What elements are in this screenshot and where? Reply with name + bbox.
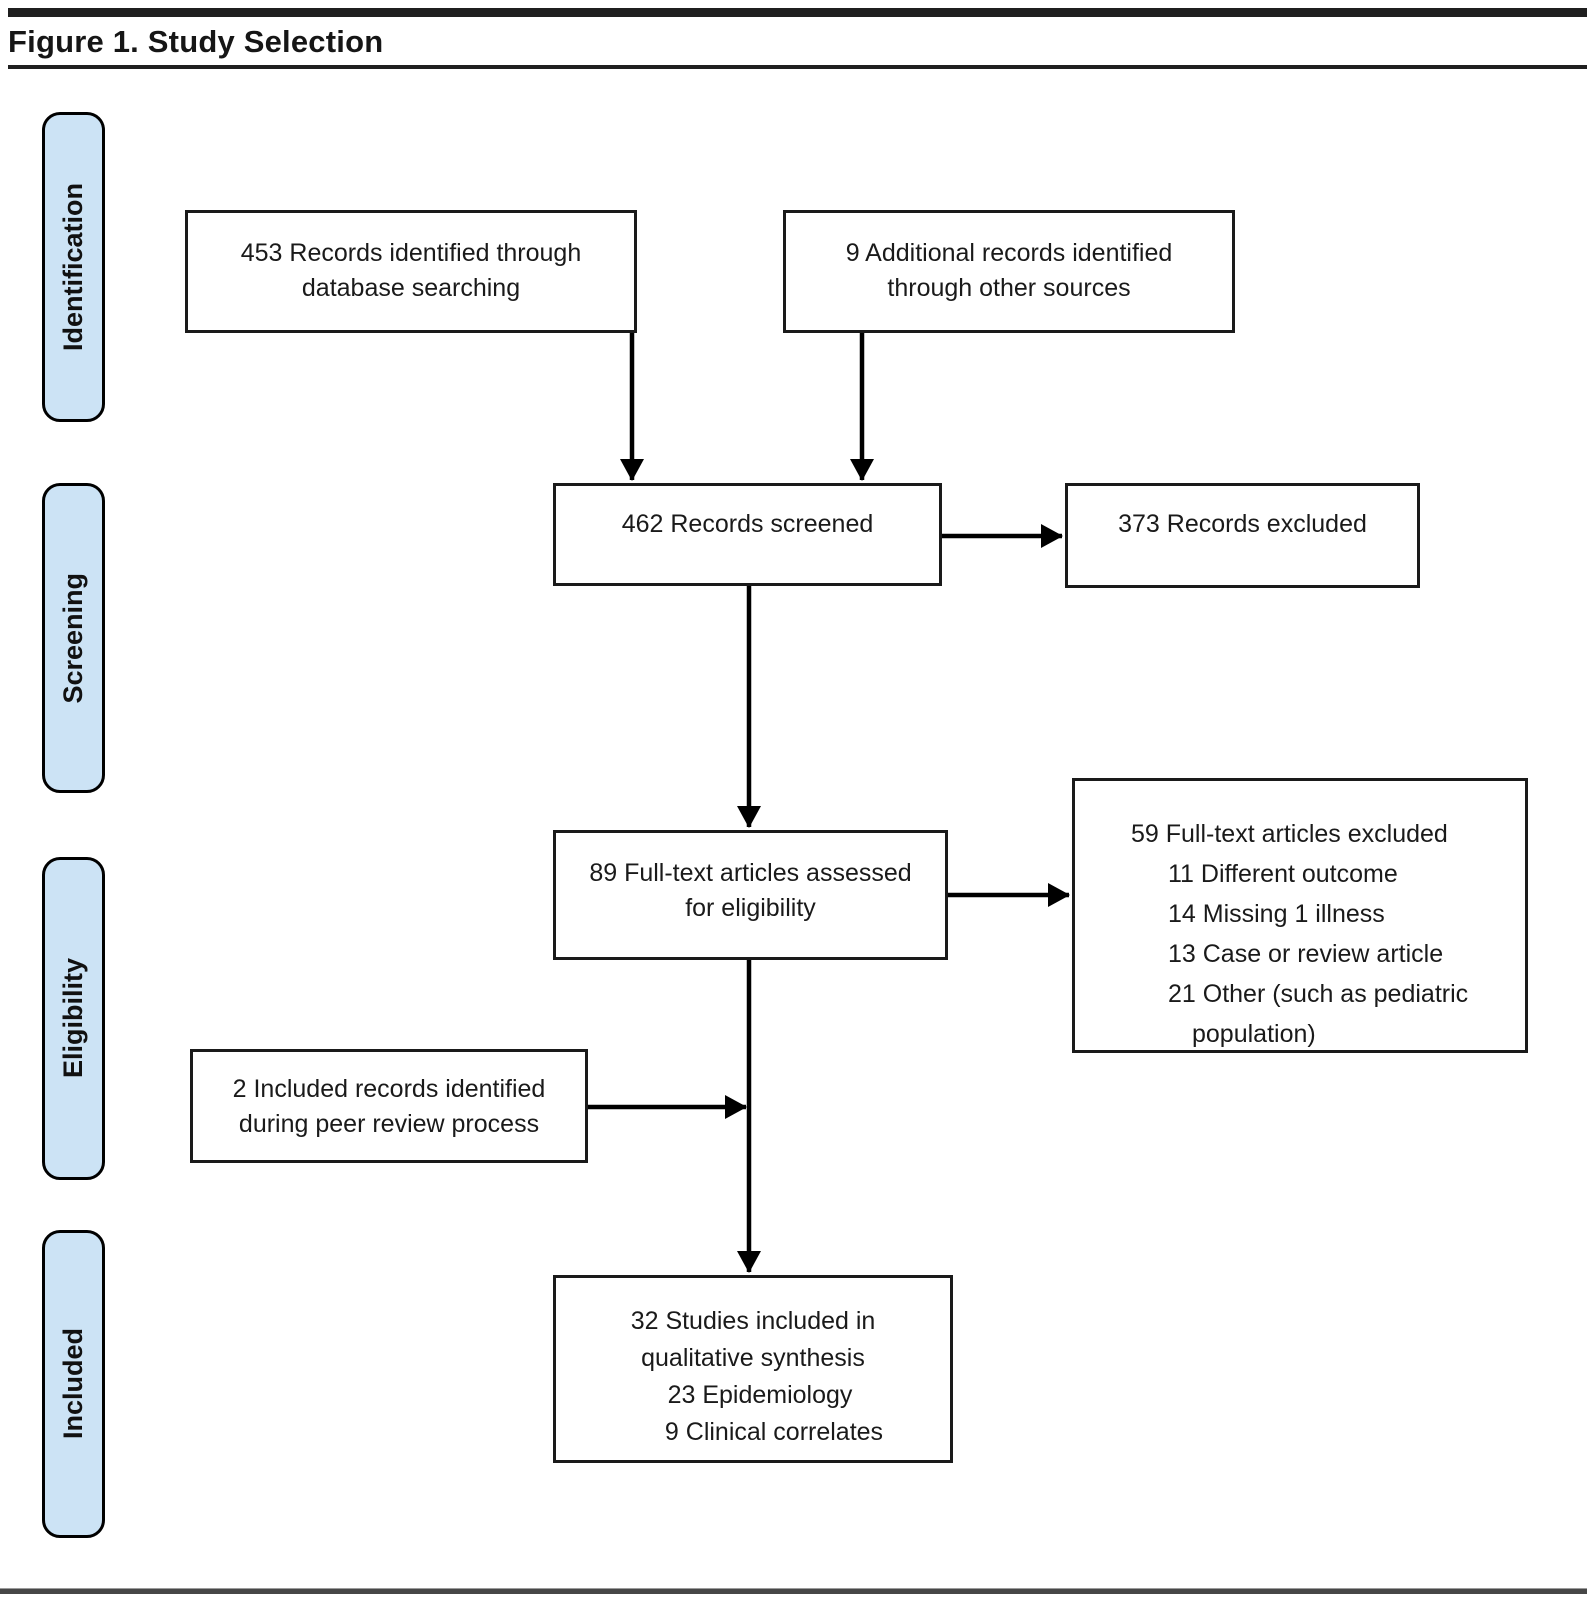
stage-label-text: Identification (58, 183, 88, 351)
box-records-identified-other-sources: 9 Additional records identified through … (783, 210, 1235, 333)
box-line: 9 Clinical correlates (664, 1418, 884, 1446)
box-line: 21 Other (such as pediatric (1168, 980, 1469, 1008)
box-peer-review-records: 2 Included records identified during pee… (190, 1049, 588, 1163)
stage-label-text: Screening (58, 572, 88, 704)
box-line: 373 Records excluded (1118, 510, 1367, 538)
box-line: 59 Full-text articles excluded (1131, 820, 1448, 848)
stage-label-screening: Screening (42, 483, 105, 793)
box-line: population) (1192, 1020, 1316, 1048)
title-rule (8, 65, 1587, 69)
box-line: 13 Case or review article (1168, 940, 1444, 968)
box-line: for eligibility (685, 894, 816, 922)
box-line: 32 Studies included in (630, 1307, 876, 1335)
box-records-screened: 462 Records screened (553, 483, 942, 586)
stage-label-included: Included (42, 1230, 105, 1538)
box-records-identified-database: 453 Records identified through database … (185, 210, 637, 333)
box-line: 23 Epidemiology (667, 1381, 853, 1409)
box-fulltext-excluded-reasons: 59 Full-text articles excluded 11 Differ… (1072, 778, 1528, 1053)
figure-title: Figure 1. Study Selection (8, 24, 384, 59)
box-line: 2 Included records identified (232, 1075, 546, 1103)
box-line: 9 Additional records identified (845, 239, 1173, 267)
box-line: database searching (301, 274, 521, 302)
box-records-excluded: 373 Records excluded (1065, 483, 1420, 588)
box-studies-included: 32 Studies included in qualitative synth… (553, 1275, 953, 1463)
box-line: 14 Missing 1 illness (1168, 900, 1385, 928)
stage-label-identification: Identification (42, 112, 105, 422)
bottom-rule (0, 1588, 1587, 1594)
box-line: 89 Full-text articles assessed (589, 859, 912, 887)
box-line: 462 Records screened (621, 510, 874, 538)
top-rule (8, 8, 1587, 17)
box-line: qualitative synthesis (641, 1344, 865, 1372)
stage-label-text: Included (58, 1328, 88, 1440)
box-line: 11 Different outcome (1168, 860, 1398, 888)
box-line: during peer review process (238, 1110, 540, 1138)
stage-label-text: Eligibility (58, 958, 88, 1079)
box-fulltext-assessed: 89 Full-text articles assessed for eligi… (553, 830, 948, 960)
box-line: 453 Records identified through (240, 239, 582, 267)
box-line: through other sources (887, 274, 1131, 302)
stage-label-eligibility: Eligibility (42, 857, 105, 1180)
